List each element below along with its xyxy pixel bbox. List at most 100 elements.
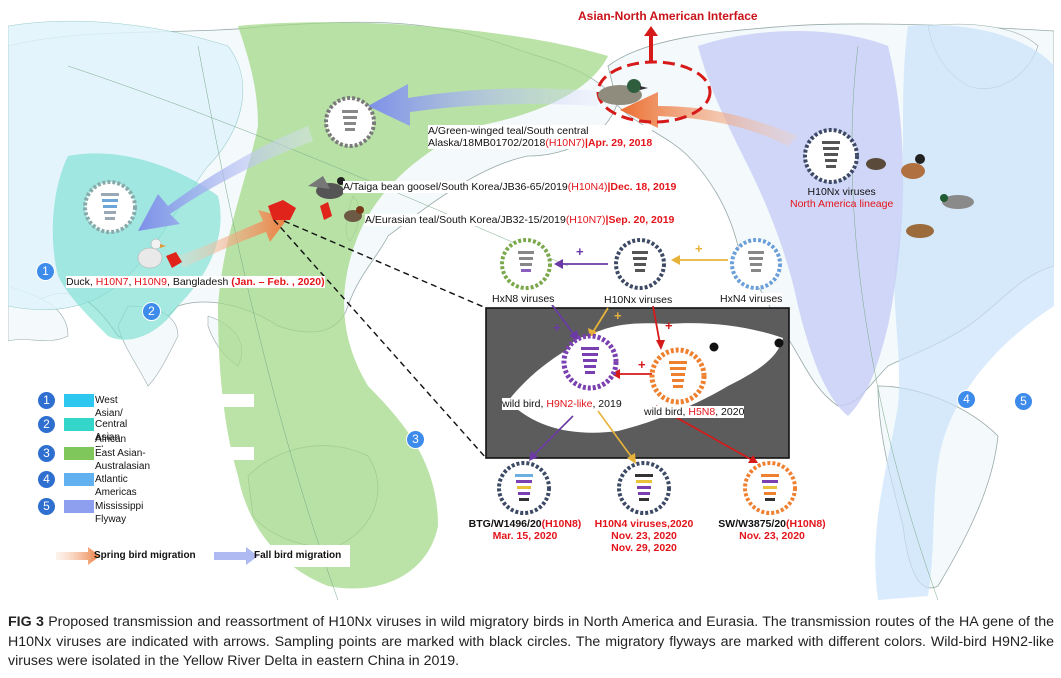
label-h5n8: wild bird, H5N8, 2020 <box>644 406 745 418</box>
label-taiga-subtype: (H10N4) <box>567 181 608 193</box>
label-bangladesh-s1: H10N7 <box>95 276 129 288</box>
legend-num-2: 2 <box>38 416 55 433</box>
legend-swatch-1 <box>64 394 254 407</box>
spring-migration-label: Spring bird migration <box>94 550 196 561</box>
virus-icon-hxn4 <box>730 238 782 290</box>
figure-caption: FIG 3 Proposed transmission and reassort… <box>8 613 1054 672</box>
isolate-3-subtype: (H10N8) <box>786 518 826 530</box>
label-h5n8-prefix: wild bird, <box>644 406 689 418</box>
virus-icon-alaska <box>324 96 376 148</box>
interface-arrow <box>644 26 658 61</box>
virus-icons <box>83 96 859 515</box>
label-bangladesh-mid: , Bangladesh <box>166 276 232 288</box>
virus-icon-h9n2 <box>561 333 619 391</box>
sampling-point-2 <box>774 338 784 348</box>
label-alaska-subtype: (H10N7) <box>545 137 586 149</box>
teal-bird-2-icon <box>344 206 364 222</box>
plus-red-inset-1: + <box>665 318 673 333</box>
legend-swatch-2 <box>64 418 214 431</box>
legend-num-5: 5 <box>38 498 55 515</box>
isolate-2-date-1: Nov. 23, 2020 <box>611 530 677 542</box>
isolate-1-label: BTG/W1496/20(H10N8) Mar. 15, 2020 <box>464 518 586 542</box>
isolate-3-name: SW/W3875/20 <box>718 518 786 530</box>
label-h10nx: H10Nx viruses <box>604 294 673 306</box>
label-taiga-date: |Dec. 18, 2019 <box>607 181 677 193</box>
label-taiga-name: A/Taiga bean goosel/South Korea/JB36-65/… <box>343 181 568 193</box>
virus-icon-isolate-1 <box>497 461 551 515</box>
label-alaska-line1: A/Green-winged teal/South central <box>428 125 589 137</box>
virus-icon-isolate-3 <box>743 461 797 515</box>
fall-arrow-north <box>368 84 598 126</box>
bird-icons <box>137 79 974 269</box>
flyway-marker-4: 4 <box>957 390 976 409</box>
isolate-3-label: SW/W3875/20(H10N8) Nov. 23, 2020 <box>712 518 832 542</box>
spring-arrow-asia <box>178 210 288 268</box>
label-alaska: A/Green-winged teal/South central Alaska… <box>428 125 653 149</box>
legend-swatch-4 <box>64 473 230 486</box>
na-birds-icon <box>866 154 974 238</box>
label-teal-subtype: (H10N7) <box>565 214 606 226</box>
label-na-lineage: North America lineage <box>790 198 894 210</box>
label-alaska-date: |Apr. 29, 2018 <box>585 137 653 149</box>
isolate-2-subtype: H10N4 viruses,2020 <box>594 518 694 530</box>
virus-icon-h5n8 <box>649 347 707 405</box>
caption-text: Proposed transmission and reassortment o… <box>8 614 1054 669</box>
legend-swatch-3 <box>64 447 254 460</box>
plus-red-inset-2: + <box>638 357 646 372</box>
plus-yellow-inset: + <box>614 308 622 323</box>
virus-icon-h10nx <box>614 238 666 290</box>
label-bangladesh-prefix: Duck, <box>66 276 96 288</box>
label-na-name: H10Nx viruses <box>807 186 876 198</box>
teal-bird-icon <box>598 79 648 105</box>
label-h9n2-subtype: H9N2-like <box>546 398 593 410</box>
label-teal-date: |Sep. 20, 2019 <box>605 214 675 226</box>
flyway-marker-2: 2 <box>142 302 161 321</box>
label-teal: A/Eurasian teal/South Korea/JB32-15/2019… <box>365 214 675 226</box>
flyway-3 <box>218 22 608 589</box>
migration-legend-box <box>50 545 350 567</box>
legend-num-3: 3 <box>38 445 55 462</box>
sampling-region-korea <box>320 202 332 220</box>
zoom-line-top <box>283 220 487 309</box>
plus-purple-inset: + <box>553 320 561 335</box>
legend-swatch-5 <box>64 500 190 513</box>
plus-purple-top: + <box>576 244 584 259</box>
fall-migration-label: Fall bird migration <box>254 550 342 561</box>
legend-num-1: 1 <box>38 392 55 409</box>
sampling-region-bangladesh <box>166 252 182 268</box>
label-h5n8-subtype: H5N8 <box>688 406 716 418</box>
label-teal-name: A/Eurasian teal/South Korea/JB32-15/2019 <box>365 214 566 226</box>
label-hxn4: HxN4 viruses <box>720 293 783 305</box>
flyway-marker-3: 3 <box>406 430 425 449</box>
label-na: H10Nx viruses North America lineage <box>790 186 893 210</box>
goose-icon <box>308 176 345 199</box>
label-bangladesh-date: (Jan. – Feb. , 2020) <box>231 276 325 288</box>
label-alaska-line2: Alaska/18MB01702/2018 <box>428 137 546 149</box>
legend-label-5: Mississippi Flyway <box>95 501 144 525</box>
label-hxn8: HxN8 viruses <box>492 293 555 305</box>
isolate-2-date-2: Nov. 29, 2020 <box>611 542 677 554</box>
duck-icon <box>137 238 166 269</box>
sampling-point-1 <box>709 342 719 352</box>
zoom-line-bottom <box>273 219 487 459</box>
plus-yellow-top: + <box>695 241 703 256</box>
virus-icon-isolate-2 <box>617 461 671 515</box>
isolate-2-label: H10N4 viruses,2020 Nov. 23, 2020 Nov. 29… <box>588 518 700 554</box>
virus-icon-bangladesh <box>83 180 137 234</box>
spring-arrow-na <box>620 92 798 146</box>
label-h9n2: wild bird, H9N2-like, 2019 <box>502 398 622 410</box>
fall-migration-arrow-icon <box>214 547 258 565</box>
legend-num-4: 4 <box>38 471 55 488</box>
label-h9n2-prefix: wild bird, <box>502 398 547 410</box>
label-h5n8-suffix: , 2020 <box>715 406 745 418</box>
sampling-region-china <box>268 200 296 220</box>
flyway-map-figure: + + + + + + Asian-North American Interfa… <box>8 6 1054 600</box>
label-taiga: A/Taiga bean goosel/South Korea/JB36-65/… <box>343 181 677 193</box>
fall-arrow-west <box>138 126 313 231</box>
spring-migration-arrow-icon <box>56 547 100 565</box>
caption-label: FIG 3 <box>8 614 44 630</box>
flyway-marker-1: 1 <box>36 262 55 281</box>
isolate-3-date-1: Nov. 23, 2020 <box>739 530 805 542</box>
virus-icon-na <box>803 128 859 184</box>
interface-ellipse <box>596 60 712 124</box>
